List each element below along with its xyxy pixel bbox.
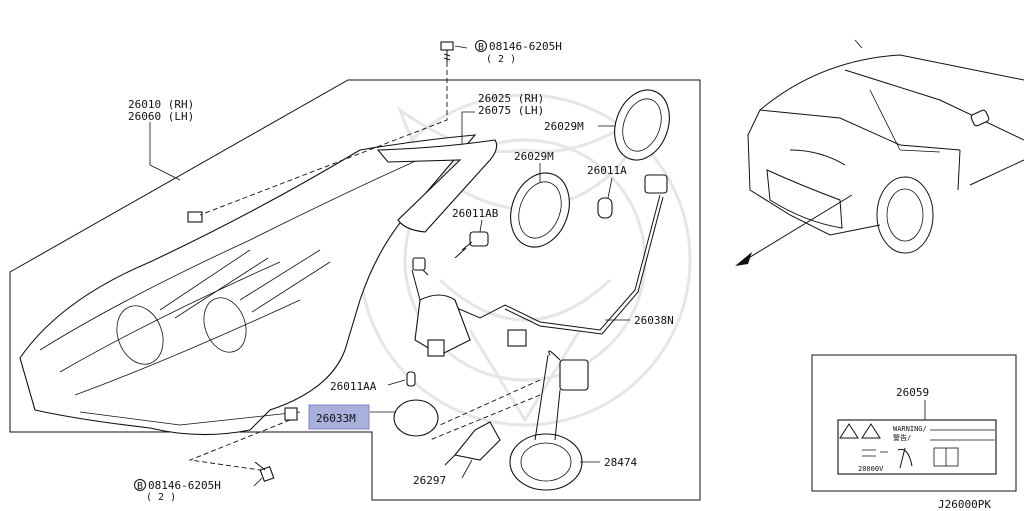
label-ballast[interactable]: 28474 [604,456,637,469]
cap-mid-26029m [510,172,570,248]
label-bulb-aa[interactable]: 26011AA [330,380,377,393]
voltage-text: 20000V [858,465,884,473]
bolt-bottom-code: 08146-6205H [148,479,221,492]
seal-ring [393,399,439,437]
lens-bezel [376,139,498,233]
assembly-frame [9,79,701,501]
label-housing-lh[interactable]: 26060 (LH) [128,110,194,123]
bolt-circle-icon [134,479,146,491]
label-lens-rh[interactable]: 26025 (RH) [478,92,544,105]
bolt-top-qty: ( 2 ) [486,54,516,65]
label-hid-bulb[interactable]: 26297 [413,474,446,487]
warning-label [837,419,997,475]
label-seal-ring[interactable]: 26033M [316,412,356,425]
bolt-top-callout: B 08146-6205H ( 2 ) [475,40,562,65]
label-cap-upper[interactable]: 26029M [544,120,584,133]
leader-lines [149,45,630,487]
bolt-bottom-circle: B [137,481,143,492]
bolt-bottom-callout: B 08146-6205H ( 2 ) [134,479,221,503]
dashed-line-bulb [429,394,541,441]
bolt-top-code: 08146-6205H [489,40,562,53]
label-cap-mid[interactable]: 26029M [514,150,554,163]
highlight-26033m [308,404,370,430]
label-bulb-a[interactable]: 26011A [587,164,627,177]
label-lens-lh[interactable]: 26075 (LH) [478,104,544,117]
cap-upper-26029m [614,89,670,161]
bolt-circle-icon [475,40,487,52]
bolt-top [440,41,454,62]
headlamp-housing [19,134,477,436]
bulb-26011aa [406,371,416,387]
dashed-line-bolt-top [199,62,448,216]
warning-text: WARNING/ [893,425,927,433]
bulb-26011a [597,174,668,219]
label-bulb-ab[interactable]: 26011AB [452,207,499,220]
dashed-line-bulb-2 [439,379,541,426]
bolt-top-circle: B [478,42,484,53]
bulb-26011ab [454,231,489,259]
label-inset-frame [811,354,1017,492]
figure-code: J26000PK [938,498,991,511]
label-warning-part[interactable]: 26059 [896,386,929,399]
vehicle-illustration [735,39,1024,266]
dashed-line-bolt-bottom [188,419,291,471]
bolt-bottom-qty: ( 2 ) [146,492,176,503]
ballast-28474 [509,350,589,491]
label-harness[interactable]: 26038N [634,314,674,327]
hid-bulb-26297 [444,421,501,466]
warning-jp-text: 警告/ [893,433,911,442]
bolt-bottom [254,461,275,483]
harness-26038n [411,194,664,357]
label-housing-rh[interactable]: 26010 (RH) [128,98,194,111]
